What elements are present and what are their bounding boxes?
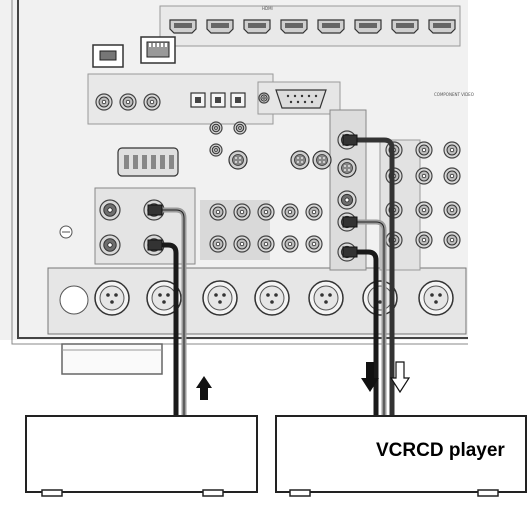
s-video-jack-icon: [337, 158, 357, 178]
rca-plug-icon: [342, 216, 358, 228]
xlr-jack-icon: [254, 280, 290, 316]
signal-arrow-down-icon: [361, 362, 379, 392]
rca-plug-icon: [147, 239, 163, 251]
rca-jack-icon: [257, 235, 275, 253]
hdmi-port-icon: [428, 19, 456, 34]
xlr-jack-icon: [146, 280, 182, 316]
rca-jack-icon: [415, 201, 433, 219]
rs232-port-icon: [275, 89, 327, 109]
rca-plug-icon: [147, 204, 163, 216]
cable-black: [347, 137, 395, 420]
rca-jack-icon: [305, 203, 323, 221]
ground-terminal-icon: [59, 225, 73, 239]
xlr-jack-icon: [308, 280, 344, 316]
cable-black: [347, 249, 379, 420]
xlr-jack-icon: [418, 280, 454, 316]
xlr-jack-icon: [202, 280, 238, 316]
optical-port-icon: [210, 92, 226, 108]
rca-jack-icon: [95, 93, 113, 111]
hdmi-port-icon: [391, 19, 419, 34]
rca-jack-icon: [233, 203, 251, 221]
rca-jack-icon: [305, 235, 323, 253]
s-video-jack-icon: [312, 150, 332, 170]
rca-plug-icon: [342, 134, 358, 146]
optical-port-icon: [230, 92, 246, 108]
receiver-rear-panel: [0, 0, 468, 375]
rca-plug-icon: [342, 246, 358, 258]
rca-jack-icon: [443, 167, 461, 185]
rca-jack-icon: [281, 203, 299, 221]
cable-black: [154, 242, 179, 420]
signal-arrow-up-icon: [196, 376, 212, 400]
s-video-jack-icon: [290, 150, 310, 170]
ground-screw-icon: [59, 285, 89, 315]
right-device: [275, 415, 527, 497]
rca-jack-icon: [281, 235, 299, 253]
s-video-jack-icon: [228, 150, 248, 170]
device-foot: [202, 489, 224, 497]
rca-jack-icon: [415, 231, 433, 249]
rca-jack-icon: [209, 203, 227, 221]
rca-jack-icon: [233, 121, 247, 135]
rca-jack-icon: [119, 93, 137, 111]
multi-connector-icon: [117, 147, 179, 177]
hdmi-port-icon: [169, 19, 197, 34]
rca-jack-icon: [233, 235, 251, 253]
hdmi-port-icon: [206, 19, 234, 34]
usb-port-icon: [92, 44, 124, 68]
device-foot: [289, 489, 311, 497]
hdmi-port-icon: [280, 19, 308, 34]
rca-jack-icon: [99, 234, 121, 256]
rca-jack-icon: [143, 93, 161, 111]
component-video-section-label: COMPONENT VIDEO: [434, 92, 474, 97]
rca-jack-icon: [443, 201, 461, 219]
hdmi-port-icon: [354, 19, 382, 34]
receiver-foot: [61, 343, 163, 375]
rca-jack-icon: [415, 167, 433, 185]
optical-port-icon: [190, 92, 206, 108]
ethernet-port-icon: [140, 36, 176, 64]
rca-jack-icon: [443, 231, 461, 249]
device-right-label: VCRCD player: [376, 440, 505, 461]
device-foot: [477, 489, 499, 497]
hdmi-section-label: HDMI: [262, 6, 273, 11]
hdmi-port-icon: [317, 19, 345, 34]
hollow-arrow-down-icon: [389, 361, 411, 394]
rca-jack-icon: [209, 121, 223, 135]
rca-jack-icon: [443, 141, 461, 159]
rca-jack-icon: [337, 190, 357, 210]
rca-jack-icon: [99, 199, 121, 221]
rca-jack-icon: [258, 92, 270, 104]
device-foot: [41, 489, 63, 497]
hdmi-port-icon: [243, 19, 271, 34]
rca-jack-icon: [209, 143, 223, 157]
rca-jack-icon: [257, 203, 275, 221]
left-device: [25, 415, 258, 497]
rca-jack-icon: [415, 141, 433, 159]
rca-jack-icon: [209, 235, 227, 253]
xlr-jack-icon: [94, 280, 130, 316]
